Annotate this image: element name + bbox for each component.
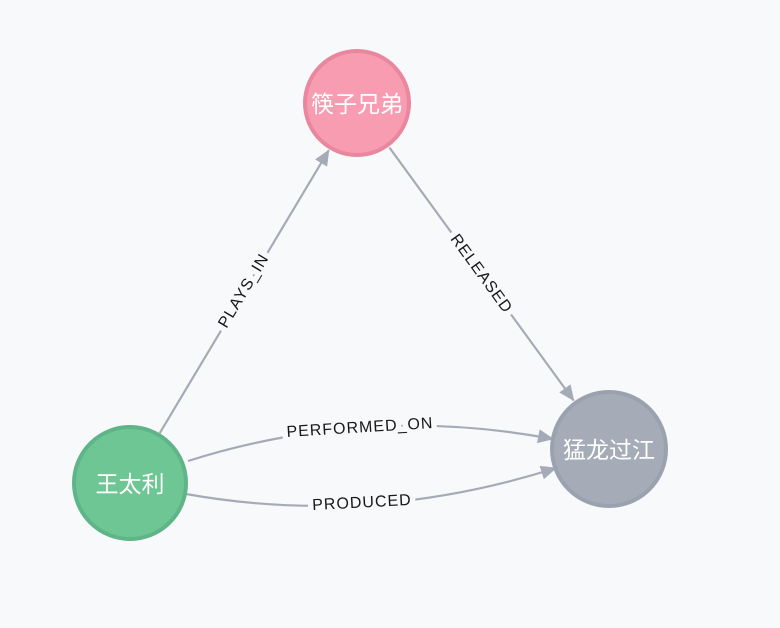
- graph-node-wang-taili[interactable]: 王太利: [72, 425, 188, 541]
- relationship-line: [187, 424, 554, 463]
- graph-node-chopstick-brothers[interactable]: 筷子兄弟: [303, 49, 411, 157]
- graph-node-menglong-guojiang[interactable]: 猛龙过江: [550, 390, 668, 508]
- node-circle: [550, 390, 668, 508]
- node-caption: 筷子兄弟: [311, 91, 403, 117]
- relationship-line: [158, 149, 330, 434]
- node-circle: [72, 425, 188, 541]
- node-caption: 王太利: [96, 471, 165, 497]
- relationship-line: [388, 146, 575, 402]
- node-circle: [303, 49, 411, 157]
- relationship-line: [185, 465, 557, 507]
- node-caption: 猛龙过江: [563, 437, 655, 463]
